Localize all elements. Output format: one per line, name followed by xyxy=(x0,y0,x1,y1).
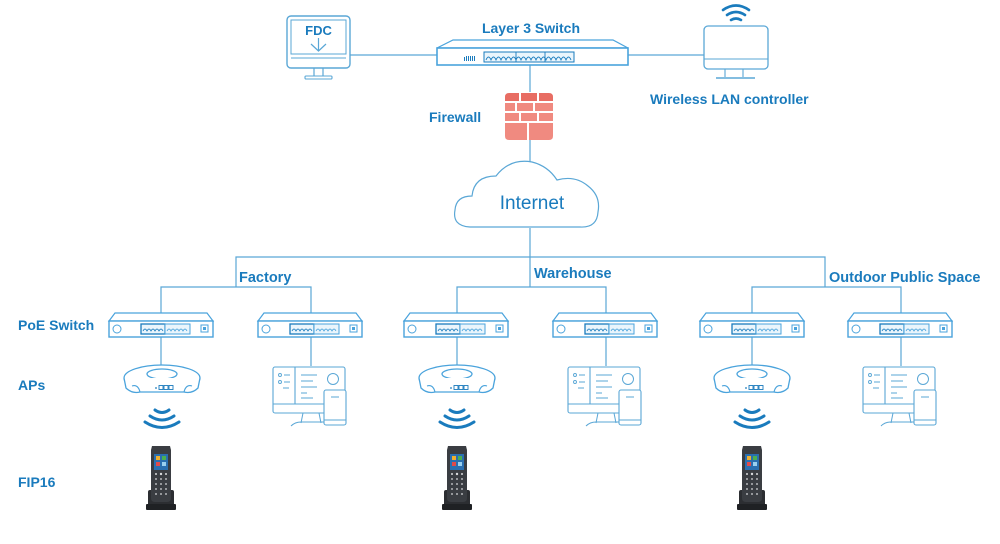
firewall-brick-wall-icon xyxy=(505,93,553,140)
edge-factory-switches xyxy=(160,286,312,313)
fip16-phone-icon-outdoor xyxy=(737,446,767,510)
poe-switch-factory-2 xyxy=(257,312,363,338)
poe-switch-outdoor-2 xyxy=(847,312,953,338)
wlan-controller-icon xyxy=(703,4,769,79)
site-label-factory: Factory xyxy=(239,270,292,286)
poe-switch-factory-1 xyxy=(108,312,214,338)
connection-lines xyxy=(160,54,902,366)
poe-switches xyxy=(108,312,953,338)
access-points xyxy=(123,364,791,429)
ap-icon-warehouse xyxy=(418,364,496,394)
workstation-icon-warehouse xyxy=(567,366,642,427)
edge-outdoor-switches xyxy=(751,286,902,313)
row-label-aps: APs xyxy=(18,377,46,393)
internet-label: Internet xyxy=(500,193,565,214)
fip16-phone-icon-factory xyxy=(146,446,176,510)
site-label-warehouse: Warehouse xyxy=(534,266,612,282)
wifi-signal-icon-factory xyxy=(143,408,181,429)
wlan-controller-label: Wireless LAN controller xyxy=(650,91,809,107)
fdc-label: FDC xyxy=(305,23,332,38)
internet-cloud-icon: Internet xyxy=(453,160,600,228)
poe-switch-warehouse-1 xyxy=(403,312,509,338)
firewall-label: Firewall xyxy=(429,109,482,125)
ap-icon-outdoor xyxy=(713,364,791,394)
wifi-signal-icon-warehouse xyxy=(438,408,476,429)
fip16-phone-icon-warehouse xyxy=(442,446,472,510)
wifi-signal-icon-outdoor xyxy=(733,408,771,429)
workstation-icon-outdoor xyxy=(862,366,937,427)
row-label-poe-switch: PoE Switch xyxy=(18,317,95,333)
poe-switch-outdoor-1 xyxy=(699,312,805,338)
download-arrow-icon xyxy=(310,38,327,52)
workstation-icon-factory xyxy=(272,366,347,427)
wifi-icon xyxy=(721,4,751,22)
edge-warehouse-switches xyxy=(456,286,607,313)
handsets xyxy=(146,446,767,510)
workstations xyxy=(272,366,937,427)
row-label-fip16: FIP16 xyxy=(18,474,56,490)
poe-switch-warehouse-2 xyxy=(552,312,658,338)
layer3-switch-label: Layer 3 Switch xyxy=(482,20,580,36)
fdc-monitor-download-icon: FDC xyxy=(286,15,351,80)
ap-icon-factory xyxy=(123,364,201,394)
site-label-outdoor: Outdoor Public Space xyxy=(829,270,981,286)
layer3-switch-icon: Layer 3 Switch xyxy=(436,20,629,66)
